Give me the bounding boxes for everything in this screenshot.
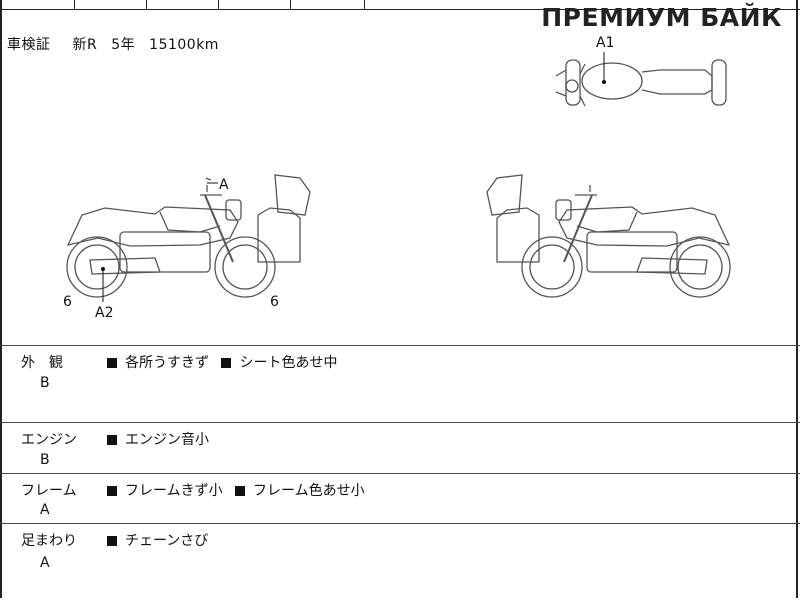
header-table-strip	[0, 0, 800, 10]
bullet-square-icon	[107, 435, 117, 445]
section-grade-engine: B	[40, 452, 50, 468]
table-divider	[146, 0, 147, 9]
watermark-brand: ПРЕМИУМ БАЙК	[541, 3, 782, 32]
label-a1: A1	[596, 35, 614, 51]
label-rear-wheel: 6	[270, 294, 279, 310]
right-side-motorcycle	[486, 174, 731, 298]
left-side-motorcycle	[66, 174, 311, 298]
table-divider	[218, 0, 219, 9]
note-item: フレーム色あせ小	[253, 483, 365, 499]
damage-marker-a1	[602, 80, 606, 84]
motorcycle-diagram: A1 A A2 6 6	[63, 35, 731, 321]
section-notes-engine: エンジン音小	[107, 429, 217, 449]
note-item: エンジン音小	[125, 432, 209, 448]
section-label-frame: フレーム	[21, 483, 77, 499]
section-notes-exterior: 各所うすきず シート色あせ中	[107, 352, 345, 372]
note-item: チェーンさび	[125, 533, 209, 549]
section-grade-exterior: B	[40, 375, 50, 391]
table-divider	[290, 0, 291, 9]
bullet-square-icon	[221, 358, 232, 368]
section-divider	[0, 422, 800, 423]
top-view-motorcycle	[555, 59, 727, 107]
bullet-square-icon	[107, 536, 117, 546]
bullet-square-icon	[107, 358, 117, 368]
condition-value: 新R	[72, 37, 98, 53]
section-divider	[0, 345, 800, 346]
table-divider	[364, 0, 365, 9]
section-notes-suspension: チェーンさび	[107, 530, 216, 550]
note-item: フレームきず小	[125, 483, 223, 499]
section-label-suspension: 足まわり	[21, 533, 77, 549]
label-front-wheel: 6	[63, 294, 72, 310]
note-item: シート色あせ中	[239, 355, 338, 371]
section-label-exterior: 外 観	[21, 355, 63, 371]
section-notes-frame: フレームきず小 フレーム色あせ小	[107, 480, 373, 500]
mileage-unit: km	[196, 37, 219, 53]
note-item: 各所うすきず	[125, 355, 209, 371]
inspection-line: 車検証 新R 5年 15100km	[7, 34, 233, 54]
section-grade-suspension: A	[40, 555, 50, 571]
bullet-square-icon	[107, 486, 117, 496]
section-grade-frame: A	[40, 502, 50, 518]
bullet-square-icon	[235, 486, 246, 496]
label-mirror: A	[219, 177, 229, 193]
inspection-label: 車検証	[7, 37, 51, 53]
age-value: 5年	[111, 37, 136, 53]
section-divider	[0, 473, 800, 474]
damage-marker-a2	[101, 267, 105, 271]
section-divider	[0, 523, 800, 524]
section-label-engine: エンジン	[21, 432, 77, 448]
label-a2: A2	[95, 305, 113, 321]
mileage-value: 15100	[149, 37, 197, 53]
table-divider	[74, 0, 75, 9]
